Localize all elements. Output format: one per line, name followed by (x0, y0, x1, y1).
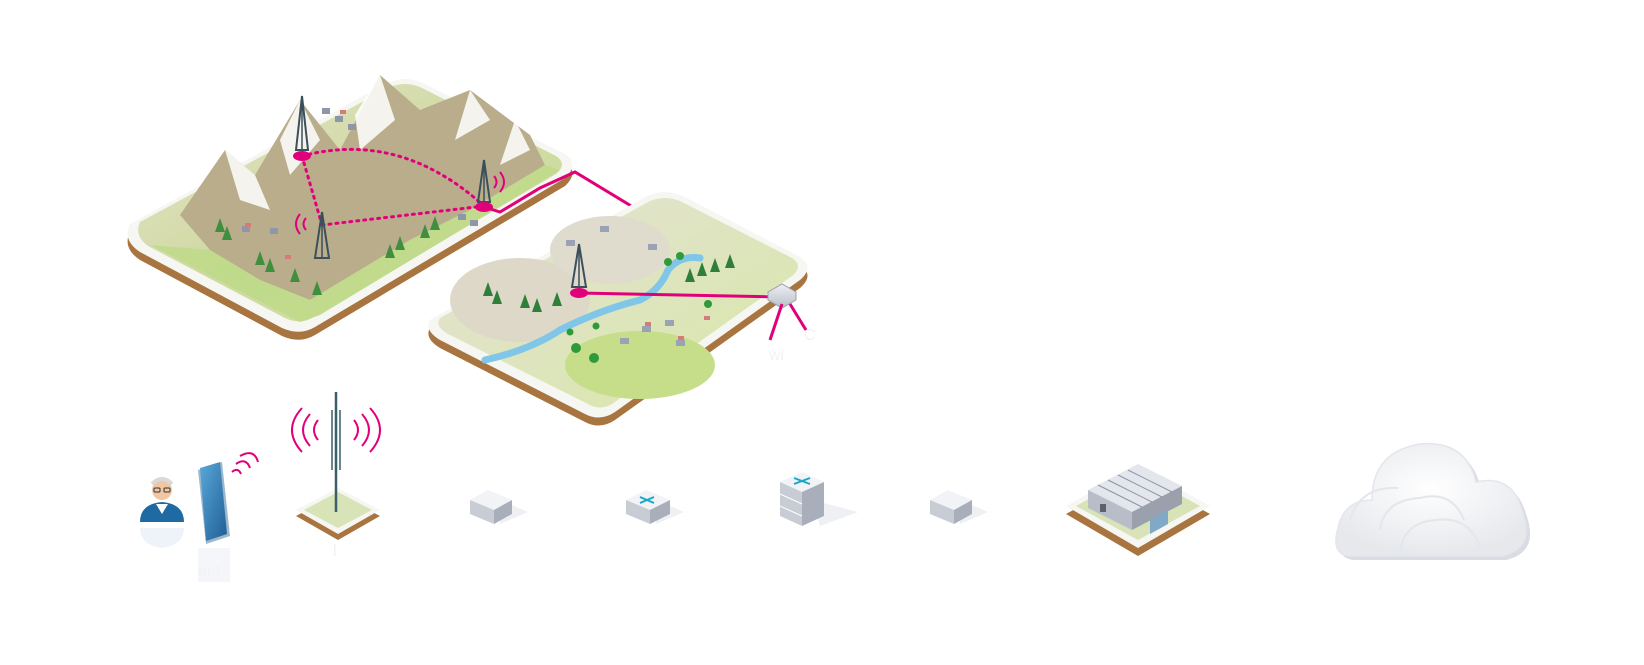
router-box-icon-2 (930, 490, 988, 524)
server-stack-icon (779, 472, 858, 526)
rural-tile-label-2: wi (768, 347, 784, 364)
user-caption: ent (198, 563, 221, 580)
small-cell-caption: l (333, 543, 337, 560)
mountain-tower-1-icon (293, 95, 311, 161)
rural-tile-label: C (804, 327, 816, 344)
river-icon (481, 254, 704, 364)
router-box-icon (470, 490, 528, 524)
user-avatar-icon (140, 477, 184, 548)
switch-box-icon (626, 490, 684, 524)
cloud-icon (1335, 442, 1531, 560)
rural-tile-icon (428, 192, 808, 426)
microwave-link-top (300, 147, 486, 208)
radio-mast-icon (291, 392, 381, 540)
mountain-tower-2-icon (295, 211, 331, 259)
fiber-link-rural (578, 291, 781, 299)
microwave-link-left (300, 154, 324, 227)
microwave-link-bottom (320, 204, 486, 227)
datacenter-icon (1066, 464, 1210, 556)
smartphone-icon (198, 452, 259, 582)
fiber-link-out (768, 303, 808, 341)
mountain-tile-icon (127, 75, 573, 340)
rural-router-icon (767, 283, 797, 309)
fiber-link-mountain (483, 170, 783, 298)
